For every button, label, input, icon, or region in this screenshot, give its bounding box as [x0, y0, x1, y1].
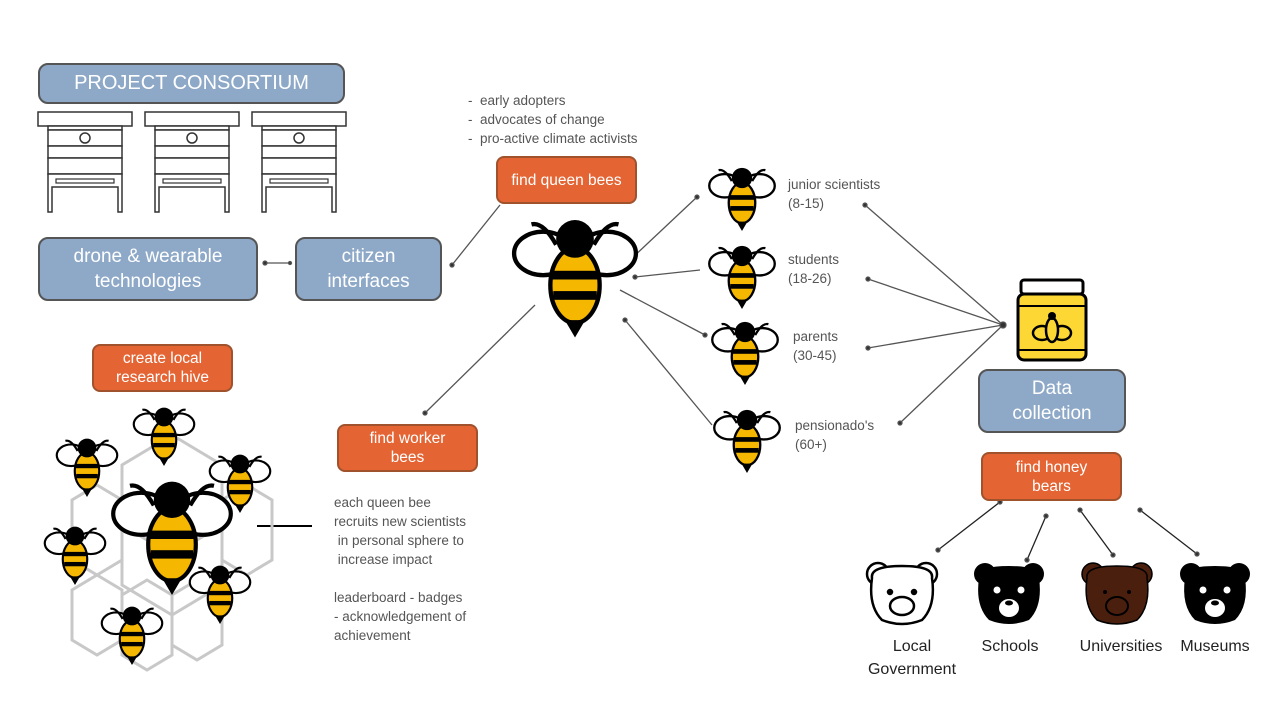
bear-label-universities: Universities	[1079, 638, 1163, 655]
group-label-parents: parents (30-45)	[793, 329, 839, 363]
bear-icon-local-government	[865, 561, 939, 626]
worker-notes: each queen bee recruits new scientists i…	[334, 495, 467, 643]
group-label-junior: junior scientists (8-15)	[788, 177, 881, 211]
bear-icon-schools	[974, 563, 1044, 624]
citizen-interfaces-box: citizen interfaces	[295, 237, 442, 301]
bear-label-local-government: Local Government	[867, 638, 957, 678]
group-label-pensionados: pensionado's (60+)	[795, 418, 875, 452]
bear-icon-universities	[1081, 562, 1153, 625]
bee-icon-pensionados	[713, 408, 781, 475]
bear-label-museums: Museums	[1180, 638, 1250, 655]
bear-icon-museums	[1180, 563, 1250, 624]
project-consortium-box: PROJECT CONSORTIUM	[38, 63, 345, 104]
hive-bees	[43, 406, 272, 667]
honey-jar-icon	[1016, 278, 1088, 362]
bee-icon-junior	[708, 166, 776, 233]
bear-label-schools: Schools	[981, 638, 1039, 655]
find-queen-bees-box: find queen bees	[496, 156, 637, 204]
create-local-research-hive-box: create local research hive	[92, 344, 233, 392]
queen-bee-icon	[514, 220, 636, 337]
group-label-students: students (18-26)	[788, 252, 840, 286]
find-worker-bees-box: find worker bees	[337, 424, 478, 472]
bee-icon-parents	[711, 320, 779, 387]
find-honey-bears-box: find honey bears	[981, 452, 1122, 501]
queen-traits-list: - early adopters - advocates of change -…	[468, 93, 638, 146]
drone-wearable-box: drone & wearable technologies	[38, 237, 258, 301]
hive-boxes	[37, 111, 347, 213]
connector-lines	[257, 194, 1200, 563]
bee-icon-students	[708, 244, 776, 311]
data-collection-box: Data collection	[978, 369, 1126, 433]
